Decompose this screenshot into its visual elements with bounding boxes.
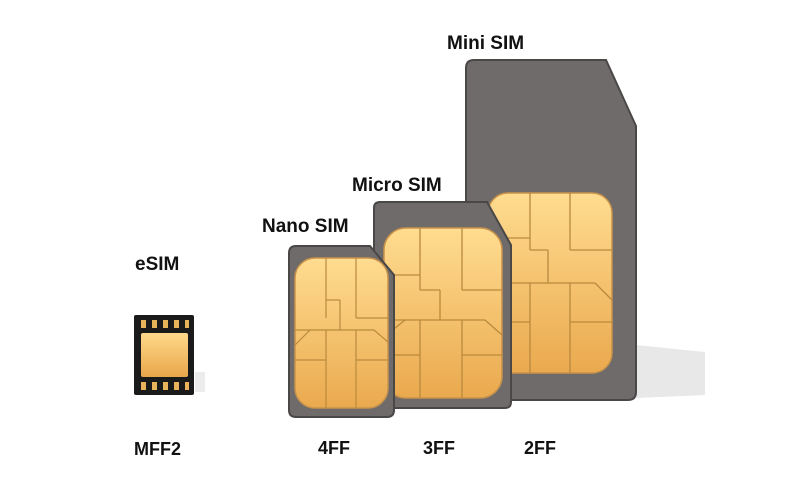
mini-sim-name-label: Mini SIM — [447, 33, 525, 54]
esim-shadow — [195, 372, 205, 392]
micro-sim-chip — [383, 227, 503, 399]
esim-pins-top — [141, 320, 189, 328]
nano-sim-code-label: 4FF — [318, 438, 351, 458]
nano-sim-chip — [294, 257, 389, 409]
micro-sim-code-label: 3FF — [423, 438, 456, 458]
micro-sim-name-label: Micro SIM — [352, 175, 442, 196]
mini-sim-card — [465, 59, 705, 401]
esim-code-label: MFF2 — [134, 439, 181, 459]
nano-sim-name-label: Nano SIM — [262, 216, 349, 237]
esim-pins-bottom — [141, 382, 189, 390]
mini-sim-shadow — [636, 345, 705, 398]
esim-pad — [141, 333, 188, 377]
mini-sim-code-label: 2FF — [524, 438, 557, 458]
esim-name-label: eSIM — [135, 254, 180, 275]
esim-chip — [134, 315, 205, 395]
nano-sim-card — [288, 245, 395, 418]
